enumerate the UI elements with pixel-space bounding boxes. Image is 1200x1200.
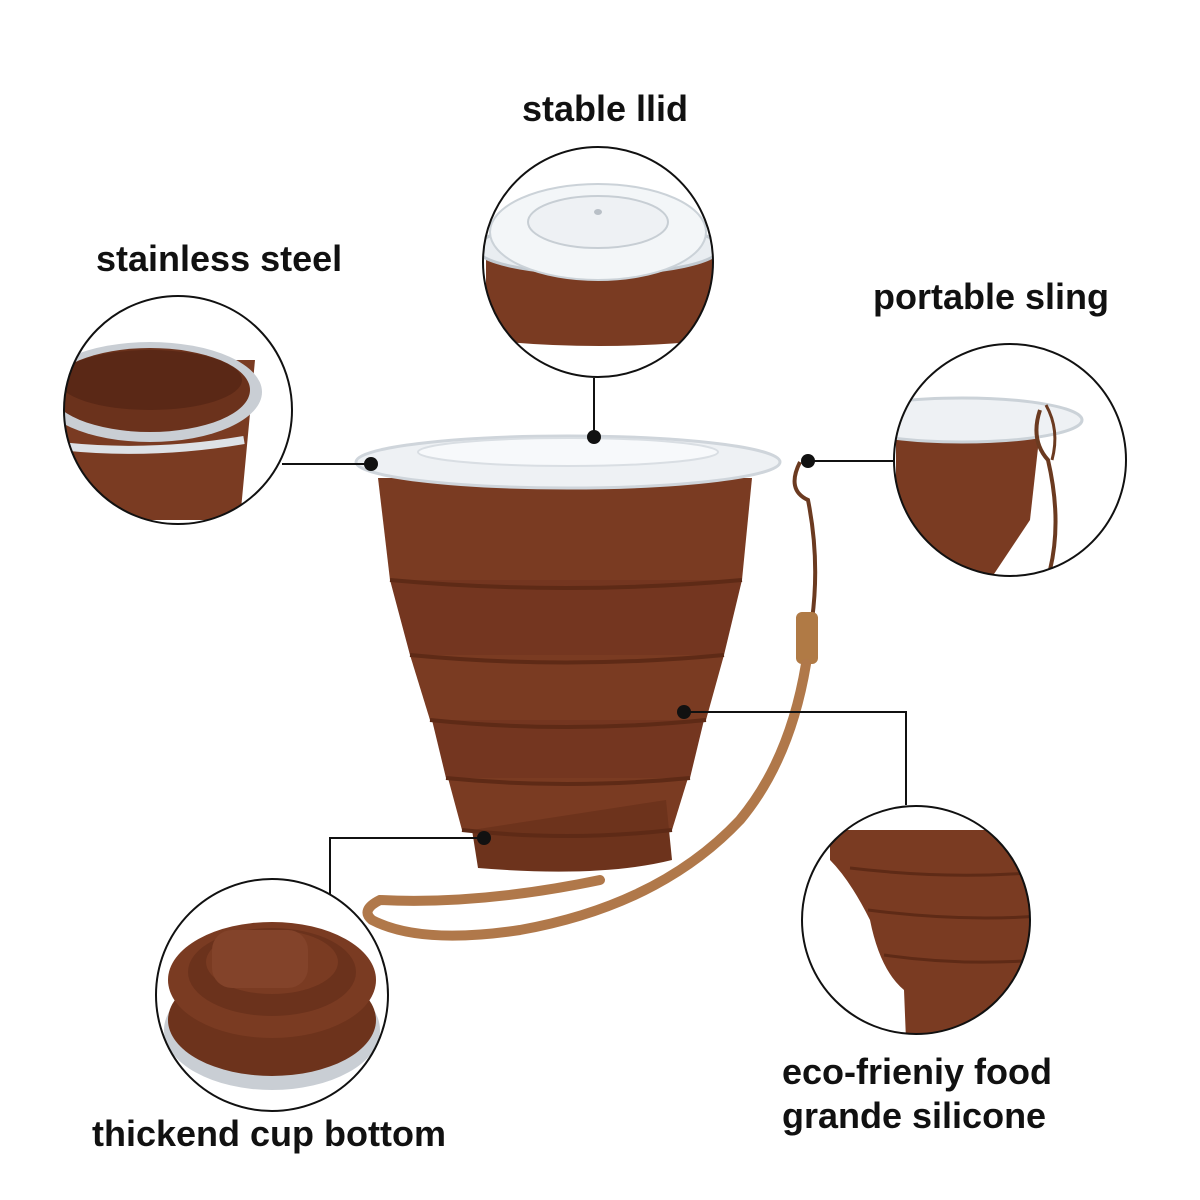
label-stainless-steel: stainless steel	[96, 238, 343, 279]
detail-steel	[63, 295, 293, 525]
label-silicone-line1: eco-frieniy food	[782, 1051, 1053, 1092]
sling-cord	[792, 461, 818, 621]
cup-tier-4	[432, 720, 704, 778]
label-silicone-line2: grande silicone	[782, 1095, 1047, 1136]
detail-sling	[893, 343, 1127, 577]
cup-tier-1	[378, 478, 752, 580]
main-cup	[354, 434, 818, 941]
detail-silicone	[801, 805, 1031, 1035]
label-silicone: eco-frieniy food grande silicone	[782, 1050, 1052, 1138]
cup-tier-2	[390, 580, 742, 655]
label-stable-lid: stable llid	[522, 88, 689, 129]
sling-stopper	[796, 612, 818, 664]
label-portable-sling: portable sling	[873, 276, 1110, 317]
detail-bottom	[155, 878, 389, 1112]
label-cup-bottom: thickend cup bottom	[92, 1113, 446, 1154]
sling-strap	[362, 659, 811, 941]
cup-tier-3	[410, 655, 724, 720]
detail-lid	[482, 146, 714, 378]
leader-dots	[364, 430, 815, 845]
